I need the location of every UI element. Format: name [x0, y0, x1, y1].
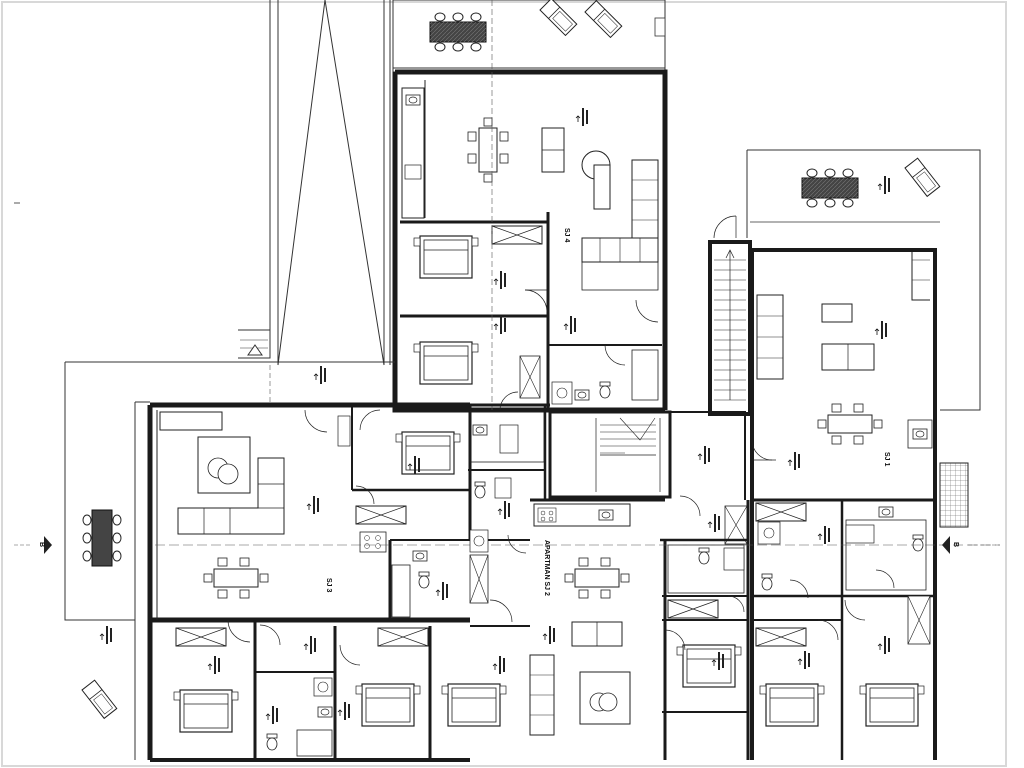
- apartment-label-sj1: SJ 1: [883, 452, 890, 467]
- apartment-label-sj3: SJ 3: [325, 578, 332, 593]
- apartment-sj3: SJ 3: [147, 365, 1000, 760]
- apartment-sj2: APARTMAN SJ 2: [529, 498, 750, 760]
- section-label-right: B: [952, 542, 959, 547]
- center-corridor: [465, 403, 550, 675]
- ramp-outline: [238, 0, 391, 366]
- section-marker-left: B: [38, 536, 52, 554]
- apartment-label-sj2: APARTMAN SJ 2: [543, 540, 550, 596]
- section-marker-right: B: [942, 536, 959, 554]
- apartment-label-sj4: SJ 4: [563, 228, 570, 243]
- right-terrace: [746, 149, 981, 411]
- grid-element: [939, 462, 969, 528]
- left-terrace: [64, 361, 395, 760]
- apartment-sj4: SJ 4: [392, 69, 668, 413]
- section-label-left: B: [38, 542, 45, 547]
- lower-right-rooms: [750, 500, 937, 760]
- sj3-lower-rooms: [150, 619, 507, 762]
- center-stairwell: [548, 410, 748, 545]
